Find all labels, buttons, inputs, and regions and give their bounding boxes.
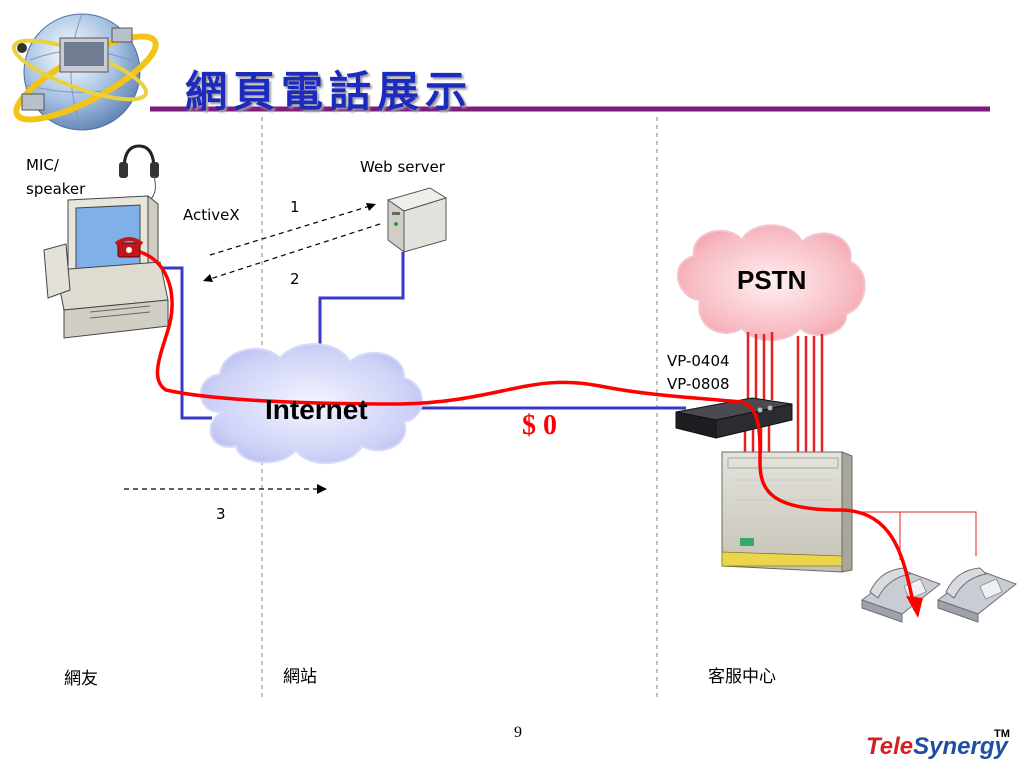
zone-label-service-center: 客服中心 xyxy=(708,667,776,687)
gateway-model-2: VP-0808 xyxy=(667,375,730,393)
page-title: 網頁電話展示 xyxy=(185,67,474,116)
phone-icon xyxy=(114,237,144,258)
extension-lines xyxy=(852,511,977,560)
zone-label-website: 網站 xyxy=(283,667,317,687)
activex-label: ActiveX xyxy=(183,206,240,224)
page-number: 9 xyxy=(514,724,522,741)
speaker-label: speaker xyxy=(26,180,86,198)
step3-label: 3 xyxy=(216,505,226,523)
step1-label: 1 xyxy=(290,198,300,216)
desk-phone-icon-2 xyxy=(936,567,1018,623)
mic-label: MIC/ xyxy=(26,156,59,174)
trademark-mark: TM xyxy=(994,728,1010,740)
network-links xyxy=(162,252,686,420)
step2-label: 2 xyxy=(290,270,300,288)
computer-icon xyxy=(43,194,169,339)
pstn-label: PSTN xyxy=(737,265,807,295)
gateway-device-icon xyxy=(675,397,793,439)
zone-label-user: 網友 xyxy=(64,669,98,689)
globe-logo-icon xyxy=(11,13,159,131)
web-server-label: Web server xyxy=(360,158,445,176)
desk-phone-icon-1 xyxy=(860,567,942,623)
trunk-lines xyxy=(743,332,824,452)
brand-part-1: Tele xyxy=(866,733,914,760)
brand-logo: TeleSynergy xyxy=(866,733,1008,761)
gateway-model-1: VP-0404 xyxy=(667,352,730,370)
step3-arrow xyxy=(124,484,327,494)
web-server-icon xyxy=(386,187,448,253)
internet-label: Internet xyxy=(265,394,368,425)
voice-path-arrowhead xyxy=(906,596,923,618)
activex-arrows xyxy=(203,203,381,282)
voice-call-path xyxy=(139,250,917,611)
pbx-icon xyxy=(721,451,853,573)
cost-label: $ 0 xyxy=(522,410,557,441)
brand-part-2: Synergy xyxy=(913,733,1008,760)
